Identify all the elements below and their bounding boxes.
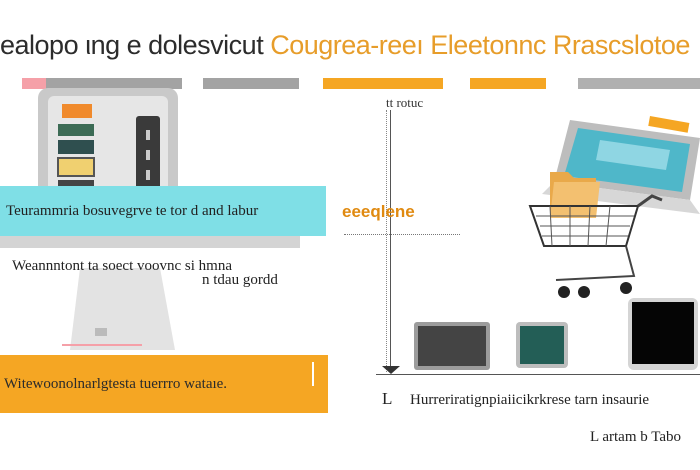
display-icon [628, 298, 698, 370]
header-bar-pink [22, 78, 46, 89]
center-label: eeeqlene [342, 202, 415, 221]
header-bar-orange-1 [323, 78, 443, 89]
header-bar-orange-2 [470, 78, 546, 89]
axis-label: tt rotuc [386, 95, 424, 110]
kiosk-icon [0, 88, 300, 350]
subtext-line-1: Weannntont ta soect voovnc si hmna [12, 258, 232, 274]
title-part-orange: Cougrea-reeı Eleetonnc Rrascslotoe [270, 30, 690, 60]
orange-banner-text: Witewoonolnarlgtesta tuerrro wataıe. [4, 375, 228, 392]
teal-banner: Teurammria bosuvegrve te tor d and labur [0, 186, 326, 236]
page-title: ealopo ιng e dolesvicut Cougrea-reeı Ele… [0, 30, 700, 61]
horizontal-axis [376, 374, 700, 375]
header-bar-gray-3 [578, 78, 700, 89]
bottom-left-char: L [382, 389, 393, 408]
subtext-line-2: n tdau gordd [202, 272, 278, 288]
orange-banner: Witewoonolnarlgtesta tuerrro wataıe. [0, 355, 328, 413]
axis-arrow [382, 366, 400, 374]
teal-banner-text: Teurammria bosuvegrve te tor d and labur [6, 202, 259, 219]
monitor-icon [414, 322, 490, 370]
header-bar-gray-1 [46, 78, 182, 89]
shopping-cart-icon [528, 194, 663, 298]
title-part-dark: ealopo ιng e dolesvicut [0, 30, 271, 60]
vertical-axis-ticks [386, 110, 396, 372]
bottom-caption: Hurreriratignpiaiicikrkrese tarn insauri… [410, 392, 650, 408]
header-bar-gray-2 [203, 78, 299, 89]
orange-banner-divider [312, 362, 314, 386]
vertical-axis [390, 110, 391, 372]
tablet-icon [516, 322, 568, 368]
footer-text: L artam b Tabo [590, 429, 682, 445]
dotted-guide [344, 234, 460, 235]
